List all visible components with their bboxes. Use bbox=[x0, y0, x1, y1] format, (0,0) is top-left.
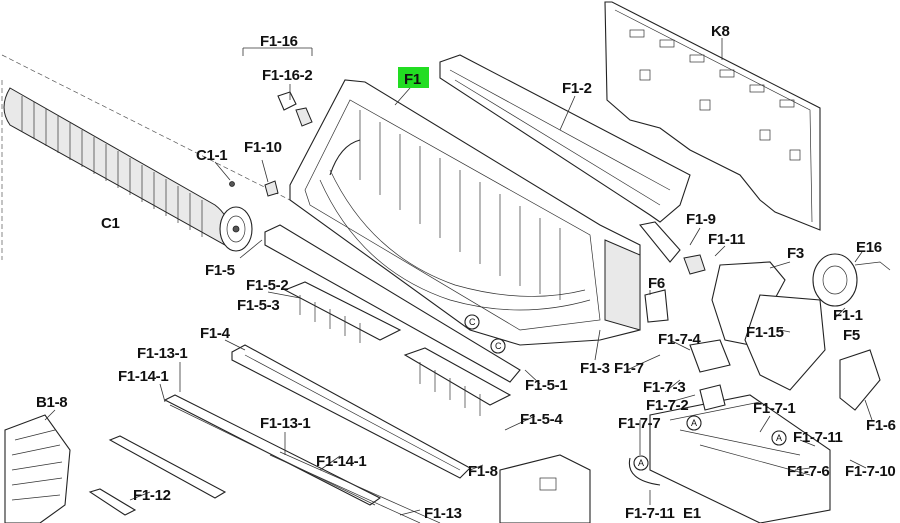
label-f1-14-1-top: F1-14-1 bbox=[118, 368, 168, 385]
label-f1-7-11-a: F1-7-11 bbox=[793, 429, 843, 446]
label-f1-10: F1-10 bbox=[244, 139, 282, 156]
label-f1-13: F1-13 bbox=[424, 505, 462, 522]
label-f1-13-1-top: F1-13-1 bbox=[137, 345, 187, 362]
cross-flow-fan bbox=[1, 54, 301, 260]
label-f5: F5 bbox=[843, 327, 860, 344]
louver-assembly bbox=[231, 224, 521, 479]
callout-c-2 bbox=[490, 338, 506, 354]
callout-a-1 bbox=[686, 415, 702, 431]
callout-a-1-text: A bbox=[691, 418, 697, 428]
mounting-plate bbox=[604, 1, 821, 231]
label-c1-1: C1-1 bbox=[196, 147, 227, 164]
motor-cover-parts bbox=[638, 221, 891, 411]
label-f1-8: F1-8 bbox=[468, 463, 498, 480]
label-f1-15: F1-15 bbox=[746, 324, 784, 341]
label-f1-11: F1-11 bbox=[708, 231, 745, 248]
label-c1: C1 bbox=[101, 215, 120, 232]
label-f1-16: F1-16 bbox=[260, 33, 298, 50]
callout-a-2 bbox=[633, 455, 649, 471]
label-f6: F6 bbox=[648, 275, 665, 292]
label-f1: F1 bbox=[404, 71, 421, 88]
label-f3: F3 bbox=[787, 245, 804, 262]
callout-c-2-text: C bbox=[495, 341, 502, 351]
label-e1: E1 bbox=[683, 505, 701, 522]
label-f1-12: F1-12 bbox=[133, 487, 171, 504]
label-b1-8: B1-8 bbox=[36, 394, 67, 411]
label-f1-9: F1-9 bbox=[686, 211, 716, 228]
small-screw-parts bbox=[229, 91, 313, 197]
callout-c-1-text: C bbox=[469, 317, 476, 327]
label-f1-2: F1-2 bbox=[562, 80, 592, 97]
label-f1-5-1: F1-5-1 bbox=[525, 377, 567, 394]
label-f1-7: F1-7 bbox=[614, 360, 644, 377]
label-f1-5: F1-5 bbox=[205, 262, 235, 279]
callout-a-2-text: A bbox=[638, 458, 644, 468]
label-f1-4: F1-4 bbox=[200, 325, 231, 342]
label-f1-1: F1-1 bbox=[833, 307, 863, 324]
label-f1-7-7: F1-7-7 bbox=[618, 415, 660, 432]
label-f1-13-1-mid: F1-13-1 bbox=[260, 415, 310, 432]
label-k8: K8 bbox=[711, 23, 730, 40]
leader-lines bbox=[44, 38, 873, 516]
label-f1-16-2: F1-16-2 bbox=[262, 67, 312, 84]
label-f1-7-6: F1-7-6 bbox=[787, 463, 829, 480]
label-e16: E16 bbox=[856, 239, 882, 256]
label-f1-7-10: F1-7-10 bbox=[845, 463, 895, 480]
callout-a-3 bbox=[771, 430, 787, 446]
main-chassis bbox=[289, 79, 641, 354]
label-f1-14-1-mid: F1-14-1 bbox=[316, 453, 366, 470]
circled-callouts: C C A A A bbox=[464, 314, 787, 471]
label-f1-7-2: F1-7-2 bbox=[646, 397, 688, 414]
label-f1-7-1: F1-7-1 bbox=[753, 400, 795, 417]
label-f1-5-4: F1-5-4 bbox=[520, 411, 563, 428]
label-f1-6: F1-6 bbox=[866, 417, 896, 434]
side-bracket bbox=[4, 414, 71, 523]
label-f1-7-4: F1-7-4 bbox=[658, 331, 701, 348]
label-f1-5-2: F1-5-2 bbox=[246, 277, 288, 294]
callout-c-1 bbox=[464, 314, 480, 330]
f1-highlight-box bbox=[398, 67, 429, 88]
horizontal-louvers bbox=[88, 394, 441, 523]
label-f1-7-11-b: F1-7-11 bbox=[625, 505, 675, 522]
callout-a-3-text: A bbox=[776, 433, 782, 443]
label-f1-7-3: F1-7-3 bbox=[643, 379, 685, 396]
front-panel bbox=[439, 54, 691, 223]
label-f1-3: F1-3 bbox=[580, 360, 610, 377]
label-f1-5-3: F1-5-3 bbox=[237, 297, 279, 314]
part-labels: K8 F1 F1-16 F1-16-2 F1-2 F1-10 C1-1 C1 F… bbox=[36, 23, 896, 522]
